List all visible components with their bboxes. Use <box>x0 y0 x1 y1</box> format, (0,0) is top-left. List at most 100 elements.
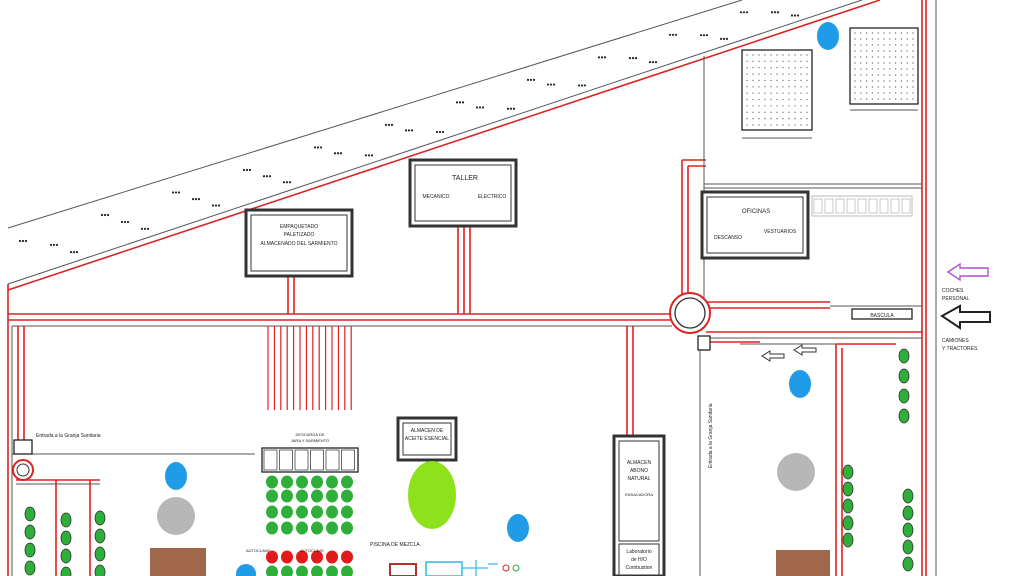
tree <box>94 528 106 544</box>
panel-cell <box>854 38 856 40</box>
building-oficinas: OFICINAS VESTUARIOS DESCANSO <box>700 190 810 260</box>
vine-plant <box>333 152 343 155</box>
panel-cell <box>746 105 748 107</box>
deposit-tank <box>326 505 338 519</box>
panel-cell <box>900 44 903 46</box>
panel-cell <box>871 32 874 34</box>
panel-cell <box>894 80 897 82</box>
deposit-tank <box>326 521 338 535</box>
panel-cell <box>883 56 885 58</box>
tree <box>94 546 106 562</box>
panel-cell <box>894 74 897 76</box>
parking-spaces <box>811 195 913 217</box>
panel-cell <box>906 68 908 70</box>
north-east-compound <box>703 27 922 300</box>
vine-plant <box>455 101 465 104</box>
panel-cell <box>865 56 868 58</box>
svg-text:PALETIZADO: PALETIZADO <box>284 232 315 238</box>
panel-cell <box>770 54 772 56</box>
panel-cell <box>746 60 748 63</box>
panel-cell <box>776 124 778 126</box>
panel-cell <box>758 124 760 126</box>
panel-cell <box>894 86 897 88</box>
vine-plant <box>648 61 658 64</box>
panel-cell <box>806 79 808 82</box>
tree <box>60 548 72 564</box>
panel-cell <box>770 111 772 113</box>
water-tank-north <box>817 22 839 50</box>
autoclave-tank <box>266 550 278 564</box>
panel-cell <box>764 98 766 101</box>
panel-cell <box>794 98 796 101</box>
panel-cell <box>894 98 897 100</box>
autoclave-tank <box>281 550 293 564</box>
panel-cell <box>788 105 790 107</box>
panel-cell <box>877 62 879 64</box>
panel-cell <box>871 44 874 46</box>
panel-cell <box>800 73 802 75</box>
unload-bay <box>310 449 324 471</box>
panel-cell <box>912 38 914 40</box>
panel-cell <box>900 98 903 100</box>
panel-cell <box>894 62 897 64</box>
panel-cell <box>860 32 862 34</box>
entrada-left-label: Entrada a la Granja Sanitaria <box>36 433 101 439</box>
panel-cell <box>788 86 790 88</box>
deposit-tank <box>326 565 338 576</box>
panel-cell <box>900 38 903 40</box>
unload-bay <box>279 449 293 471</box>
panel-cell <box>782 92 784 94</box>
panel-cell <box>871 80 874 82</box>
svg-text:EMPAQUETADO: EMPAQUETADO <box>280 224 318 230</box>
silo-east <box>777 453 815 491</box>
unload-bay <box>263 449 278 471</box>
panel-cell <box>746 54 748 56</box>
vine-plant <box>171 191 181 194</box>
vine-plant <box>719 37 729 40</box>
panel-cell <box>860 68 862 70</box>
parking-space <box>813 198 823 214</box>
svg-text:VESTUARIOS: VESTUARIOS <box>764 229 797 235</box>
panel-cell <box>877 92 879 94</box>
panel-cell <box>788 67 790 69</box>
panel-cell <box>877 44 879 46</box>
panel-cell <box>889 86 891 88</box>
svg-text:de H/O: de H/O <box>631 557 647 563</box>
panel-cell <box>764 79 766 82</box>
panel-cell <box>860 62 862 64</box>
panel-cell <box>877 68 879 70</box>
panel-cell <box>764 124 766 126</box>
mecanico-label: MECANICO <box>423 194 450 200</box>
deposit-tank <box>266 521 278 535</box>
tree <box>94 564 106 576</box>
panel-cell <box>746 67 748 69</box>
vineyard-strip <box>7 0 881 291</box>
panel-cell <box>894 68 897 70</box>
brown-block-east <box>776 550 830 576</box>
panel-cell <box>854 80 856 82</box>
arrow-left-small-icon <box>761 350 785 362</box>
panel-cell <box>800 60 802 63</box>
silo-west <box>157 497 195 535</box>
svg-text:ABONO: ABONO <box>630 468 648 474</box>
panel-cell <box>871 86 874 88</box>
panel-cell <box>794 124 796 126</box>
tree <box>60 512 72 528</box>
panel-cell <box>889 50 891 52</box>
vine-plant <box>628 56 638 60</box>
water-tank-west <box>165 462 187 490</box>
panel-cell <box>883 86 885 88</box>
deposit-tank <box>341 475 353 489</box>
vine-plant <box>577 84 587 87</box>
deposit-tank <box>341 521 353 535</box>
panel-cell <box>752 111 754 113</box>
vine-plant <box>140 227 150 230</box>
panel-cell <box>746 124 748 126</box>
panel-cell <box>746 111 748 113</box>
svg-text:BASCULA: BASCULA <box>870 313 894 319</box>
panel-cell <box>871 38 874 40</box>
vine-plant <box>668 33 678 36</box>
panel-cell <box>889 62 891 64</box>
panel-cell <box>746 117 748 120</box>
panel-cell <box>871 98 874 100</box>
